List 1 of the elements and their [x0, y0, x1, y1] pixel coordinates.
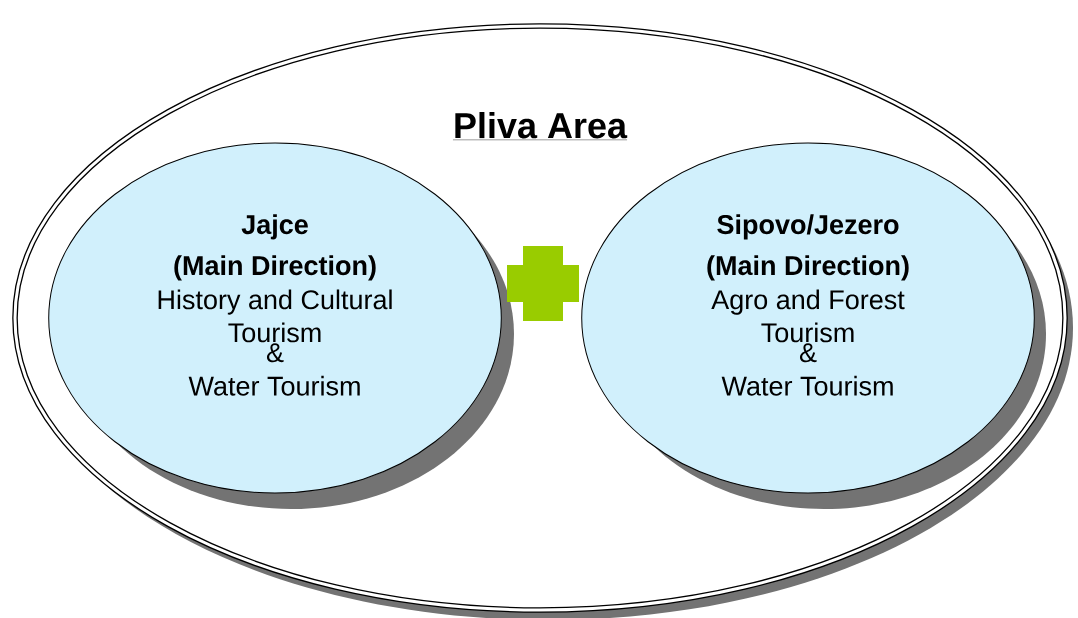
node-label: Pliva Area [455, 112, 628, 139]
